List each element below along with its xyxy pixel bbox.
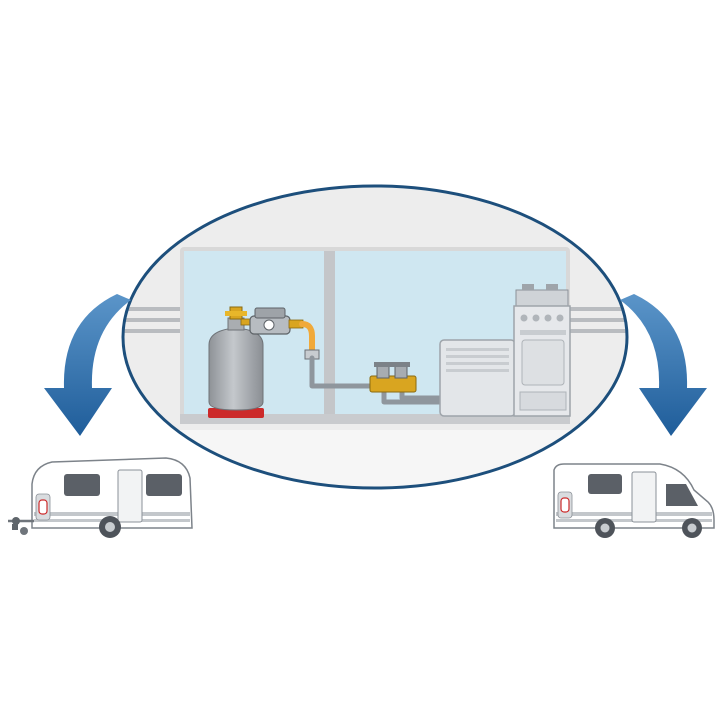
gas-pipe xyxy=(309,355,443,405)
gas-bottle-icon xyxy=(208,306,264,418)
ellipse-outline xyxy=(121,184,629,490)
stove-oven-icon xyxy=(513,284,571,417)
detail-ellipse xyxy=(121,184,629,490)
gas-hose xyxy=(299,321,315,355)
caravan-icon xyxy=(8,457,193,538)
curved-arrow-down-left-icon xyxy=(44,294,131,436)
gas-regulator-icon xyxy=(249,307,304,335)
heater-icon xyxy=(439,339,516,417)
motorhome-icon xyxy=(553,463,715,538)
shutoff-valve-block-icon xyxy=(369,362,417,393)
curved-arrow-down-right-icon xyxy=(620,294,707,436)
